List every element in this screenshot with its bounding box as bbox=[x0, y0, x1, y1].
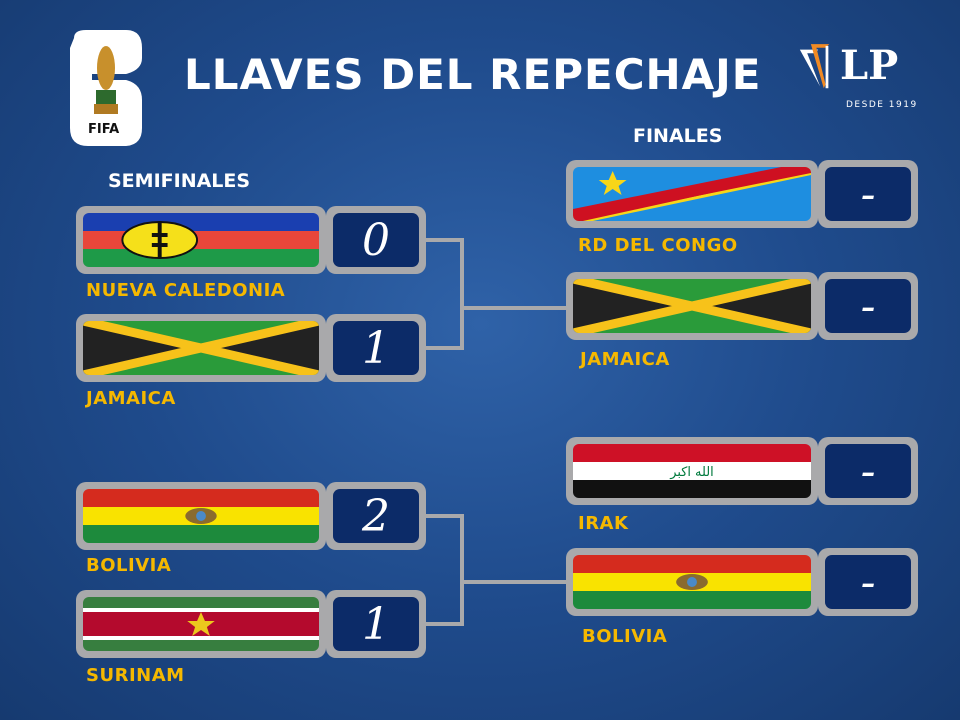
team-name: JAMAICA bbox=[86, 388, 176, 409]
flag-frame bbox=[76, 206, 326, 274]
connector bbox=[426, 514, 464, 518]
suriname-flag bbox=[83, 597, 319, 651]
page-title: LLAVES DEL REPECHAJE bbox=[184, 50, 762, 99]
team-name: JAMAICA bbox=[580, 349, 670, 370]
team-name: RD DEL CONGO bbox=[578, 235, 738, 256]
flag-frame bbox=[566, 548, 818, 616]
score-frame: - bbox=[818, 160, 918, 228]
score: - bbox=[825, 167, 911, 221]
score-frame: - bbox=[818, 437, 918, 505]
connector bbox=[460, 306, 568, 310]
connector bbox=[460, 580, 568, 584]
score: 1 bbox=[333, 597, 419, 651]
svg-text:الله اكبر: الله اكبر bbox=[669, 465, 713, 480]
flag-frame: الله اكبر bbox=[566, 437, 818, 505]
flag-frame bbox=[566, 160, 818, 228]
connector bbox=[426, 622, 464, 626]
score-frame: 2 bbox=[326, 482, 426, 550]
bolivia-flag bbox=[83, 489, 319, 543]
jamaica-flag bbox=[83, 321, 319, 375]
score: - bbox=[825, 279, 911, 333]
team-name: BOLIVIA bbox=[86, 555, 172, 576]
fifa-2026-logo: FIFA bbox=[66, 28, 146, 148]
team-name: BOLIVIA bbox=[582, 626, 668, 647]
flag-frame bbox=[566, 272, 818, 340]
new-caledonia-flag bbox=[83, 213, 319, 267]
score-frame: 1 bbox=[326, 314, 426, 382]
flag-frame bbox=[76, 314, 326, 382]
score-frame: 0 bbox=[326, 206, 426, 274]
iraq-flag: الله اكبر bbox=[573, 444, 811, 498]
bolivia-flag bbox=[573, 555, 811, 609]
score: 1 bbox=[333, 321, 419, 375]
connector bbox=[426, 238, 464, 242]
team-name: IRAK bbox=[578, 513, 629, 534]
team-name: SURINAM bbox=[86, 665, 185, 686]
score: 0 bbox=[333, 213, 419, 267]
finals-title: FINALES bbox=[633, 125, 723, 147]
score-frame: - bbox=[818, 272, 918, 340]
flag-frame bbox=[76, 482, 326, 550]
lp-logo: LP DESDE 1919 bbox=[798, 40, 928, 115]
connector bbox=[426, 346, 464, 350]
lp-text: LP bbox=[840, 42, 899, 89]
semifinals-title: SEMIFINALES bbox=[108, 170, 251, 192]
team-name: NUEVA CALEDONIA bbox=[86, 280, 286, 301]
score: 2 bbox=[333, 489, 419, 543]
score: - bbox=[825, 444, 911, 498]
score: - bbox=[825, 555, 911, 609]
score-frame: - bbox=[818, 548, 918, 616]
fifa-text: FIFA bbox=[88, 122, 120, 137]
lp-since: DESDE 1919 bbox=[846, 100, 918, 110]
dr-congo-flag bbox=[573, 167, 811, 221]
connector bbox=[460, 238, 464, 350]
connector bbox=[460, 514, 464, 626]
jamaica-flag bbox=[573, 279, 811, 333]
flag-frame bbox=[76, 590, 326, 658]
score-frame: 1 bbox=[326, 590, 426, 658]
